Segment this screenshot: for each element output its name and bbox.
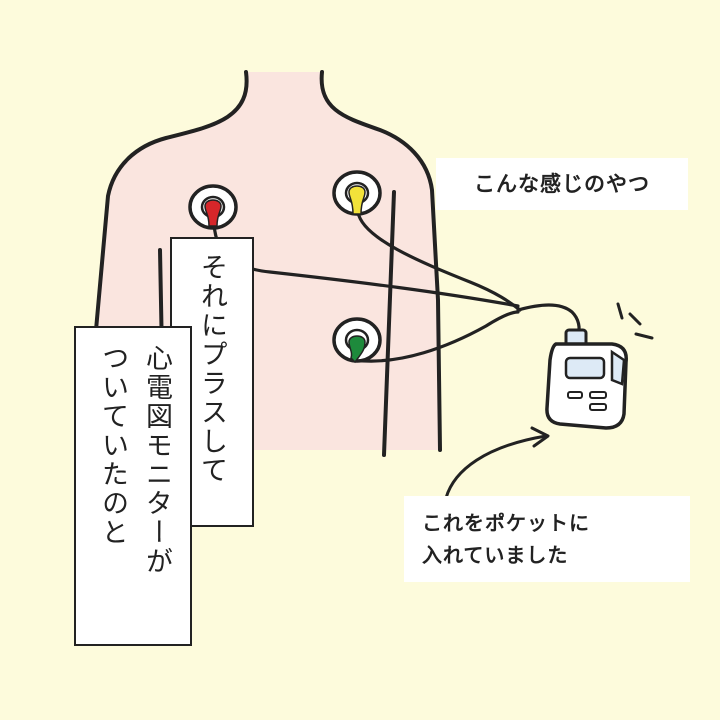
torso-right-outline <box>319 70 442 452</box>
yellow-electrode-icon <box>332 170 382 216</box>
right-arm-line <box>382 190 396 457</box>
green-electrode-icon <box>332 317 382 364</box>
caption-bottom-line-1: これをポケットに <box>422 511 590 535</box>
emphasis-marks <box>616 302 654 340</box>
vertical-text-1: それにプラスして <box>196 253 227 485</box>
red-electrode-icon <box>188 184 238 230</box>
ecg-monitor-icon <box>545 328 628 430</box>
torso-left-outline <box>94 70 249 332</box>
vertical-text-2: 心電図モニターが ついていたのと <box>90 344 178 576</box>
caption-bottom-line-2: 入れていました <box>422 543 569 567</box>
vertical-text-box-2: 心電図モニターが ついていたのと <box>74 326 192 646</box>
caption-bottom: これをポケットに 入れていました <box>404 496 690 582</box>
vertical-text-2-line-2: ついていたのと <box>97 344 128 547</box>
curved-arrow-icon <box>444 426 550 500</box>
vertical-text-2-line-1: 心電図モニターが <box>141 344 172 576</box>
caption-top: こんな感じのやつ <box>436 158 688 210</box>
